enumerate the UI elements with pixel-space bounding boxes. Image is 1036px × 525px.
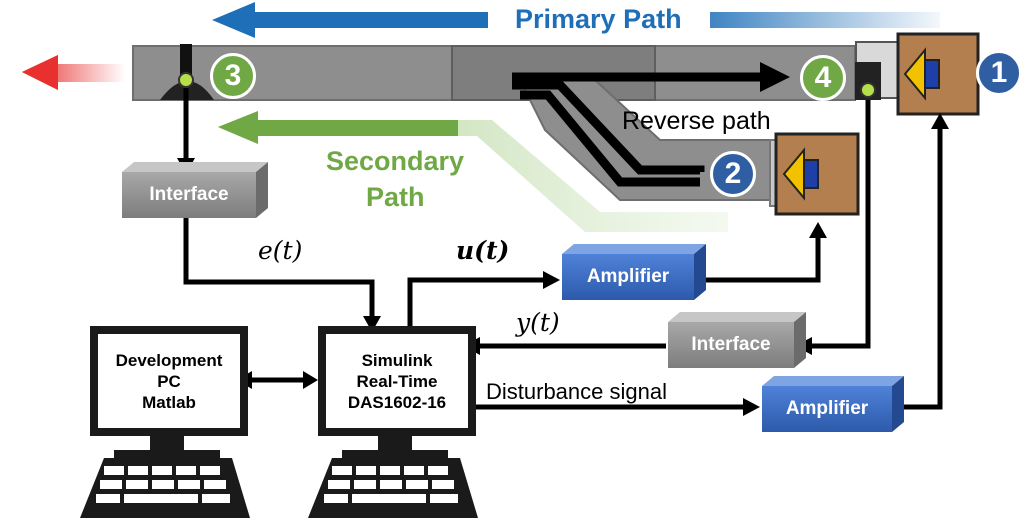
simulink-line2: Real-Time xyxy=(356,372,438,391)
interface-top-box xyxy=(122,162,268,218)
dev-pc-screen-text: Development PC Matlab xyxy=(98,350,240,413)
dev-pc-line2: PC xyxy=(157,372,181,391)
u-t-label: u(t) xyxy=(456,236,510,265)
simulink-line1: Simulink xyxy=(361,351,433,370)
microphone-4 xyxy=(855,62,881,100)
marker-4: 4 xyxy=(800,55,846,101)
primary-path-label: Primary Path xyxy=(515,4,682,34)
marker-1: 1 xyxy=(976,50,1022,96)
interface-right-box xyxy=(668,312,806,368)
marker-2: 2 xyxy=(710,151,756,197)
wires xyxy=(183,88,943,410)
development-pc xyxy=(80,326,250,518)
speaker-2 xyxy=(774,132,860,216)
y-t-label: y(t) xyxy=(516,308,560,337)
simulink-pc xyxy=(308,326,478,518)
simulink-screen-text: Simulink Real-Time DAS1602-16 xyxy=(326,350,468,413)
interface-right-label: Interface xyxy=(691,334,771,355)
amplifier-bottom-box xyxy=(762,376,904,432)
marker-3: 3 xyxy=(210,53,256,99)
output-red-arrow xyxy=(22,55,125,90)
amplifier-top-label: Amplifier xyxy=(586,266,670,287)
reverse-path-arrow xyxy=(512,80,705,187)
simulink-line3: DAS1602-16 xyxy=(347,393,447,412)
amplifier-bottom-label: Amplifier xyxy=(785,398,869,419)
disturbance-signal-label: Disturbance signal xyxy=(486,379,667,404)
dev-pc-line1: Development xyxy=(115,351,223,370)
dev-pc-line3: Matlab xyxy=(142,393,196,412)
amplifier-top-box xyxy=(562,244,706,300)
secondary-path-arrow xyxy=(218,111,728,232)
primary-inner-arrow xyxy=(512,62,790,92)
reverse-path-label: Reverse path xyxy=(622,107,771,135)
e-t-label: e(t) xyxy=(258,236,303,265)
primary-path-arrow xyxy=(212,2,940,38)
secondary-path-label-line2: Path xyxy=(366,182,425,212)
secondary-path-label-line1: Secondary xyxy=(326,146,465,176)
interface-top-label: Interface xyxy=(149,184,229,205)
